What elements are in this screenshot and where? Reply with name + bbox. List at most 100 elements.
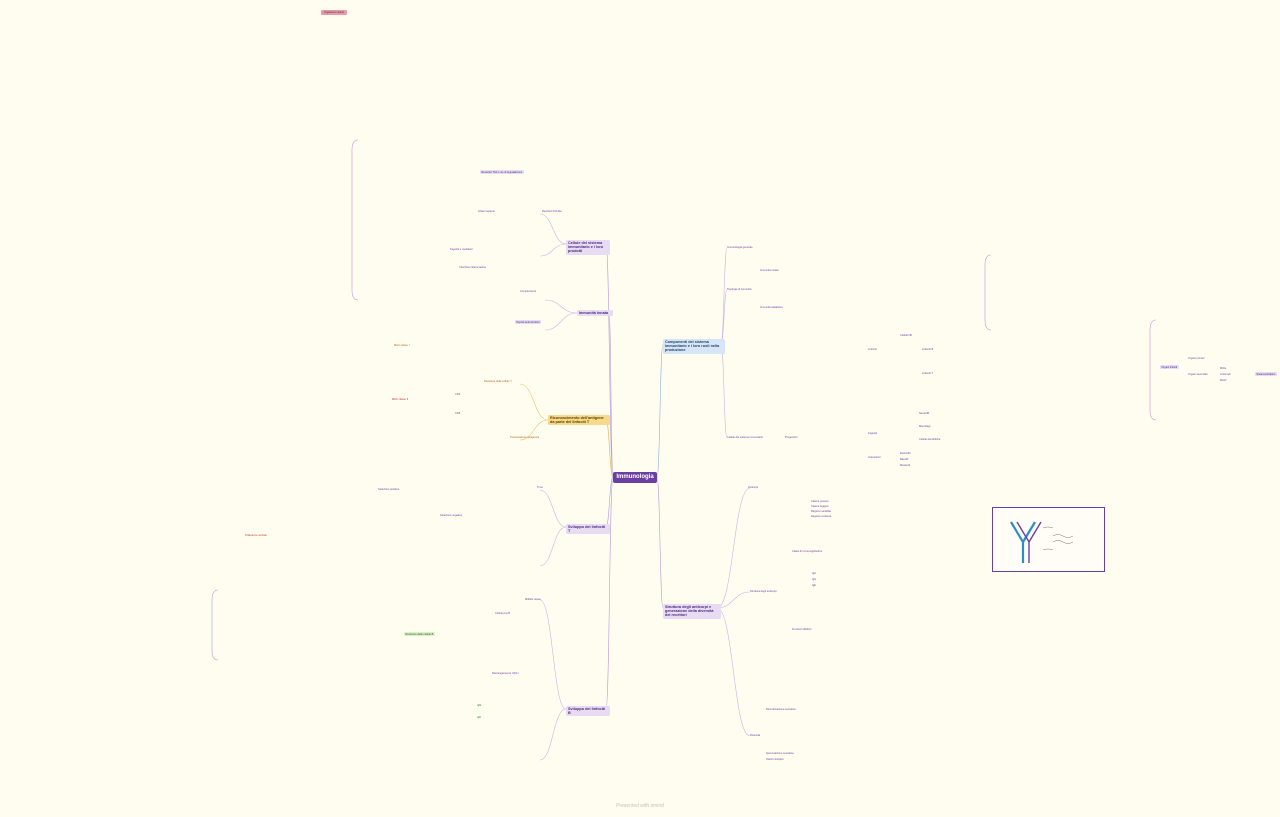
branch-componenti[interactable]: Componenti del sistema immunitario e i l… <box>663 339 725 354</box>
node-malt[interactable]: MALT <box>1220 379 1227 382</box>
node-struttura-anticorpi[interactable]: Struttura degli anticorpi <box>750 590 777 593</box>
organismi-badge[interactable]: Organismi viventi <box>321 10 347 15</box>
node-ricombinazione[interactable]: Ricombinazione somatica <box>766 708 796 711</box>
node-infiammazione[interactable]: Infiammazione <box>478 210 495 213</box>
connector <box>716 607 751 737</box>
node-regione-costante[interactable]: Regione costante <box>811 515 832 518</box>
bracket <box>1149 319 1157 421</box>
node-fagociti[interactable]: Fagociti e mediatori <box>450 248 473 251</box>
node-eosinofili[interactable]: Eosinofili <box>900 452 911 455</box>
node-catene-pesanti[interactable]: Catene pesanti <box>811 500 829 503</box>
branch-sviluppo-b[interactable]: Sviluppo dei linfociti B <box>566 706 610 717</box>
node-switch[interactable]: Switch isotipico <box>766 758 784 761</box>
node-funzioni[interactable]: Funzioni effettrici <box>792 628 812 631</box>
node-granulociti[interactable]: Granulociti <box>868 456 881 459</box>
node-linfociti-b[interactable]: Linfociti B <box>922 348 934 351</box>
node-milza[interactable]: Milza <box>1220 367 1227 370</box>
node-bcr[interactable]: Recettore delle cellule B <box>404 632 435 637</box>
node-classi[interactable]: Classi di immunoglobuline <box>792 550 823 553</box>
node-diversita[interactable]: Diversità <box>750 734 761 737</box>
antibody-sketch <box>992 507 1105 572</box>
bracket <box>211 589 219 661</box>
node-linfociti-t[interactable]: Linfociti T <box>922 372 934 375</box>
footer-brand: Presented with xmind <box>616 803 664 809</box>
node-macrofagi[interactable]: Macrofagi <box>919 425 931 428</box>
antibody-drawing <box>1010 521 1074 563</box>
node-tlr[interactable]: Recettori TLR e vie di segnalazione <box>480 170 524 175</box>
connector <box>539 213 567 245</box>
node-neutrofili[interactable]: Neutrofili <box>919 412 930 415</box>
node-organi[interactable]: Organi linfoidi <box>1160 365 1179 370</box>
node-fagociti-r[interactable]: Fagociti <box>868 432 878 435</box>
connector <box>539 708 567 761</box>
node-anticorpi[interactable]: Anticorpi <box>748 486 759 489</box>
connector <box>544 299 578 314</box>
node-igm[interactable]: IgM <box>477 704 482 707</box>
node-linfociti[interactable]: Linfociti <box>868 348 877 351</box>
connector <box>716 487 751 609</box>
node-presentazione[interactable]: Presentazione antigenica <box>510 436 540 439</box>
node-secondari[interactable]: Organi secondari <box>1188 373 1208 376</box>
node-immunita-adattativa[interactable]: Immunità adattativa <box>760 306 783 309</box>
connector <box>544 312 578 331</box>
connector <box>720 343 728 439</box>
node-pre-b[interactable]: Cellule pre-B <box>495 612 510 615</box>
node-iga[interactable]: IgA <box>812 572 816 575</box>
node-complemento[interactable]: Complemento <box>520 290 537 293</box>
node-progenitori[interactable]: Progenitori <box>785 436 798 439</box>
branch-cellule[interactable]: Cellule del sistema immunitario e i loro… <box>566 240 610 255</box>
connector <box>539 599 567 710</box>
node-cd8[interactable]: CD8 <box>455 412 461 415</box>
node-immunologia-generale[interactable]: Immunologia generale <box>727 246 753 249</box>
connector <box>716 591 751 609</box>
connector <box>539 243 567 257</box>
node-mhc2[interactable]: MHC classe II <box>392 398 409 401</box>
node-cd4[interactable]: CD4 <box>455 393 461 396</box>
connector <box>605 476 614 528</box>
branch-immunita-innata[interactable]: Immunità innata <box>577 310 613 317</box>
bracket <box>351 139 359 301</box>
node-igd[interactable]: IgD <box>477 716 482 719</box>
node-basofili[interactable]: Basofili <box>900 458 909 461</box>
node-igg[interactable]: IgG <box>812 578 817 581</box>
connector <box>656 476 664 609</box>
branch-struttura[interactable]: Struttura degli anticorpi e generazione … <box>663 604 721 619</box>
node-recettori[interactable]: Recettori Toll-like <box>542 210 562 213</box>
connector <box>608 312 614 478</box>
node-primari[interactable]: Organi primari <box>1188 357 1205 360</box>
connector <box>519 419 549 441</box>
node-selezione-pos[interactable]: Selezione positiva <box>378 488 399 491</box>
node-vdj[interactable]: Riarrangiamento V(D)J <box>492 672 519 675</box>
node-timo[interactable]: Timo <box>537 486 543 489</box>
node-mhc1[interactable]: MHC classe I <box>394 344 410 347</box>
node-regione-variabile[interactable]: Regione variabile <box>811 510 832 513</box>
branch-riconoscimento[interactable]: Riconoscimento dell'antigene da parte de… <box>548 415 610 426</box>
node-citochine[interactable]: Citochine infiammatorie <box>459 266 487 269</box>
node-peptidi[interactable]: Peptidi antimicrobici <box>515 320 541 325</box>
node-tcr[interactable]: Recettore delle cellule T <box>484 380 512 383</box>
node-sistema-linfatico[interactable]: Sistema linfatico <box>1255 372 1277 377</box>
node-catene-leggere[interactable]: Catene leggere <box>811 505 829 508</box>
node-selezione-neg[interactable]: Selezione negativa <box>440 514 462 517</box>
connector <box>605 476 614 710</box>
connector <box>519 383 549 421</box>
branch-sviluppo-t[interactable]: Sviluppo dei linfociti T <box>566 524 610 535</box>
connector <box>720 247 728 345</box>
node-linfonodi[interactable]: Linfonodi <box>1220 373 1231 376</box>
node-mastociti[interactable]: Mastociti <box>900 464 911 467</box>
node-tolleranza[interactable]: Tolleranza centrale <box>245 534 267 537</box>
connector <box>539 526 567 567</box>
central-topic[interactable]: Immunologia <box>613 472 657 483</box>
node-cellule-nk[interactable]: Cellule NK <box>900 334 913 337</box>
node-cellule-sistema[interactable]: Cellule del sistema immunitario <box>727 436 763 439</box>
bracket <box>984 254 992 331</box>
node-immunita-innata-r[interactable]: Immunità innata <box>760 269 779 272</box>
node-cellule-dendritiche[interactable]: Cellule dendritiche <box>919 438 941 441</box>
node-ipermutazione[interactable]: Ipermutazione somatica <box>766 752 794 755</box>
node-ige[interactable]: IgE <box>812 584 816 587</box>
connector <box>656 343 664 478</box>
node-midollo[interactable]: Midollo osseo <box>525 598 541 601</box>
node-tipologie[interactable]: Tipologie di immunità <box>727 288 752 291</box>
